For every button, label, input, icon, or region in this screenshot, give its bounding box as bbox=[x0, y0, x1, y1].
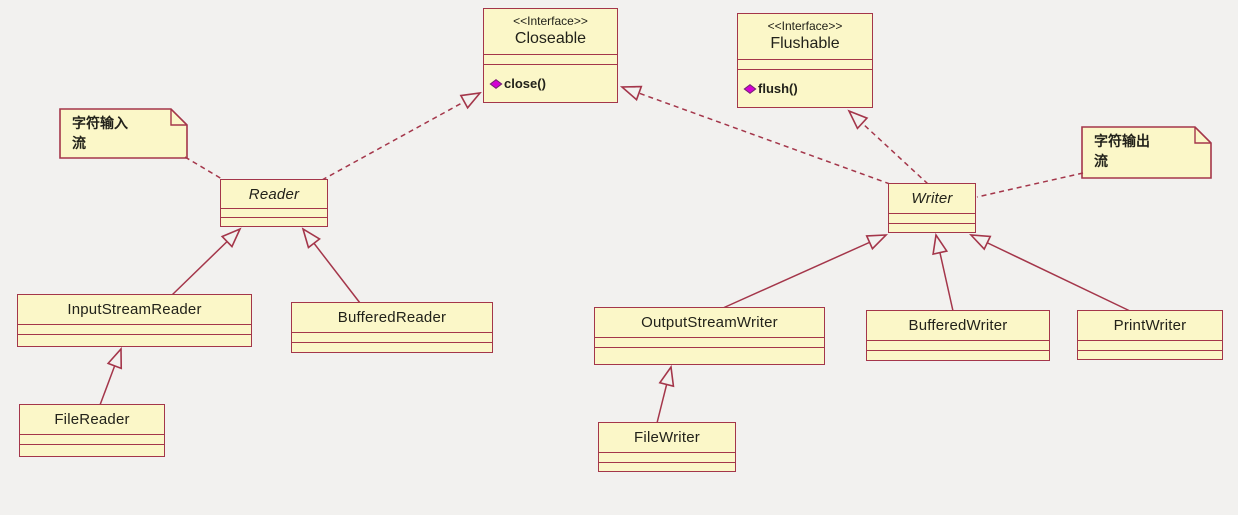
operations-compartment bbox=[595, 347, 824, 364]
class-name: Reader bbox=[248, 185, 300, 203]
attributes-compartment bbox=[889, 213, 975, 223]
interface-closeable: <<Interface>> Closeable close() bbox=[483, 8, 618, 103]
realization-edge-reader-implements-closeable bbox=[321, 93, 480, 181]
interface-flushable: <<Interface>> Flushable flush() bbox=[737, 13, 873, 108]
class-name: OutputStreamWriter bbox=[641, 314, 778, 331]
operation-icon bbox=[743, 83, 757, 94]
operations-compartment: close() bbox=[484, 64, 617, 102]
class-name: Writer bbox=[911, 190, 953, 207]
attributes-compartment bbox=[20, 434, 164, 444]
note-attachment-edge-input-note-attachment bbox=[184, 156, 228, 183]
generalization-edge-printwriter-extends-writer bbox=[971, 235, 1131, 312]
generalization-edge-inputstreamreader-extends-reader bbox=[171, 229, 240, 296]
class-name: PrintWriter bbox=[1113, 317, 1187, 334]
operation-label: close() bbox=[504, 76, 546, 91]
operations-compartment bbox=[221, 217, 327, 226]
note-input-stream: 字符输入 流 bbox=[72, 115, 128, 152]
operation-icon bbox=[489, 78, 503, 89]
class-filereader: FileReader bbox=[19, 404, 165, 457]
attributes-compartment bbox=[1078, 340, 1222, 350]
note-shape-output bbox=[1081, 126, 1212, 179]
class-name: BufferedReader bbox=[337, 309, 447, 326]
class-name: InputStreamReader bbox=[67, 301, 202, 318]
note-attachment-edge-output-note-attachment bbox=[976, 172, 1084, 198]
generalization-edge-bufferedreader-extends-reader bbox=[303, 229, 361, 304]
attributes-compartment bbox=[738, 59, 872, 69]
operations-compartment bbox=[867, 350, 1049, 360]
note-output-stream: 字符输出 流 bbox=[1094, 133, 1150, 170]
note-shape-input bbox=[59, 108, 188, 159]
attributes-compartment bbox=[221, 208, 327, 217]
generalization-edge-filereader-extends-inputstreamreader bbox=[99, 349, 121, 406]
operation-label: flush() bbox=[758, 81, 798, 96]
class-filewriter: FileWriter bbox=[598, 422, 736, 472]
class-inputstreamreader: InputStreamReader bbox=[17, 294, 252, 347]
class-bufferedwriter: BufferedWriter bbox=[866, 310, 1050, 361]
generalization-edge-outputstreamwriter-extends-writer bbox=[722, 235, 886, 309]
attributes-compartment bbox=[599, 452, 735, 462]
attributes-compartment bbox=[18, 324, 251, 334]
attributes-compartment bbox=[292, 332, 492, 342]
class-name: FileReader bbox=[54, 411, 130, 428]
class-name: FileWriter bbox=[634, 429, 700, 446]
realization-edge-writer-implements-closeable bbox=[622, 87, 891, 185]
operations-compartment bbox=[20, 444, 164, 456]
generalization-edge-bufferedwriter-extends-writer bbox=[936, 235, 954, 312]
stereotype-label: <<Interface>> bbox=[513, 14, 588, 28]
class-name: BufferedWriter bbox=[908, 317, 1008, 334]
class-printwriter: PrintWriter bbox=[1077, 310, 1223, 360]
class-reader: Reader bbox=[220, 179, 328, 227]
operations-compartment bbox=[889, 223, 975, 232]
stereotype-label: <<Interface>> bbox=[767, 19, 843, 33]
class-outputstreamwriter: OutputStreamWriter bbox=[594, 307, 825, 365]
class-writer: Writer bbox=[888, 183, 976, 233]
generalization-edge-filewriter-extends-outputstreamwriter bbox=[656, 367, 671, 424]
attributes-compartment bbox=[484, 54, 617, 64]
operations-compartment bbox=[1078, 350, 1222, 359]
attributes-compartment bbox=[595, 337, 824, 347]
operations-compartment: flush() bbox=[738, 69, 872, 107]
operations-compartment bbox=[292, 342, 492, 352]
attributes-compartment bbox=[867, 340, 1049, 350]
operations-compartment bbox=[18, 334, 251, 346]
operations-compartment bbox=[599, 462, 735, 471]
interface-name: Flushable bbox=[770, 35, 840, 52]
interface-header: <<Interface>> Flushable bbox=[738, 14, 872, 59]
class-bufferedreader: BufferedReader bbox=[291, 302, 493, 353]
interface-name: Closeable bbox=[514, 30, 587, 47]
interface-header: <<Interface>> Closeable bbox=[484, 9, 617, 54]
